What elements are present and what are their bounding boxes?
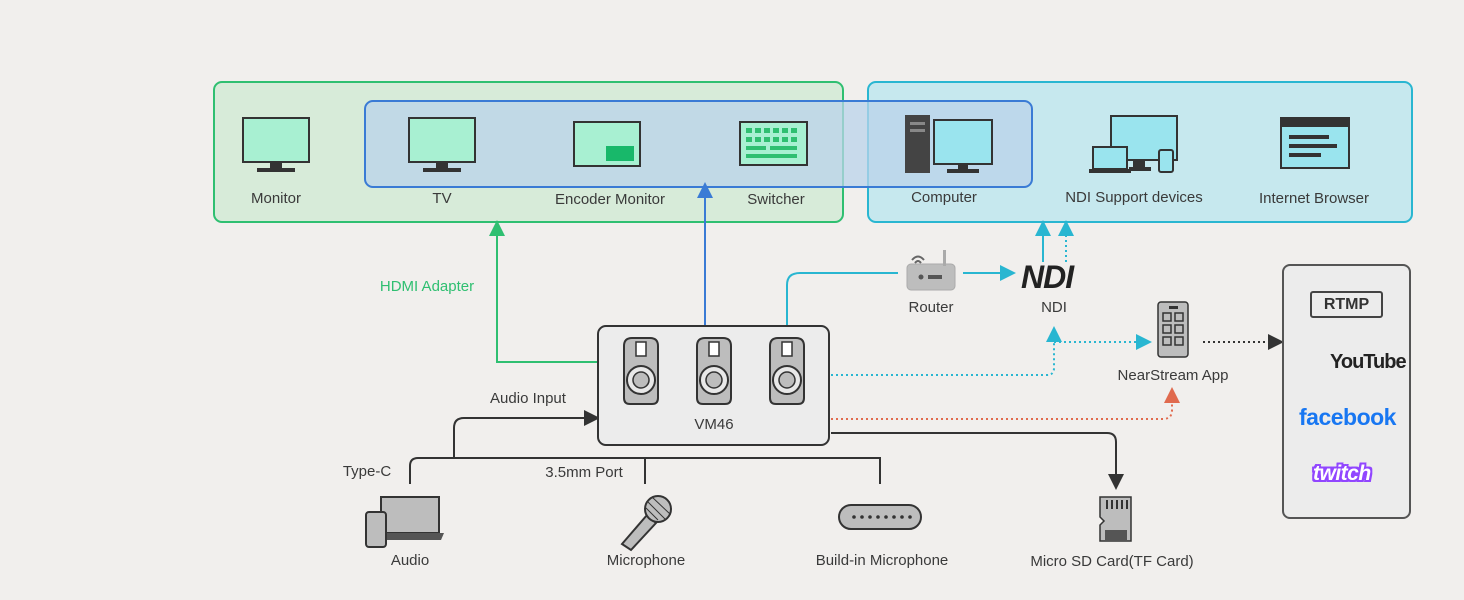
builtin-microphone-label: Build-in Microphone bbox=[815, 552, 949, 569]
ndi-label: NDI bbox=[1041, 299, 1067, 316]
computer-label: Computer bbox=[911, 189, 977, 206]
laptop-icon bbox=[365, 496, 444, 548]
hdmi-line bbox=[489, 220, 598, 363]
audio-input-line bbox=[409, 457, 881, 484]
tv-icon bbox=[408, 117, 476, 172]
ndi-support-devices-label: NDI Support devices bbox=[1065, 189, 1203, 206]
tv-label: TV bbox=[432, 190, 452, 207]
microphone-icon bbox=[620, 495, 672, 552]
encoder-monitor-icon bbox=[573, 121, 641, 167]
sd-card-icon bbox=[1099, 496, 1132, 542]
nearstream-app-label: NearStream App bbox=[1117, 367, 1229, 384]
audio-input-label: Audio Input bbox=[490, 390, 566, 407]
audio-label: Audio bbox=[390, 552, 430, 569]
internet-browser-label: Internet Browser bbox=[1258, 190, 1370, 207]
rtmp-label: RTMP bbox=[1310, 291, 1383, 318]
nearstream-app-icon bbox=[1157, 301, 1189, 358]
camera-icon bbox=[696, 337, 732, 405]
vm46-to-app-red-dotted bbox=[831, 387, 1180, 420]
computer-icon bbox=[905, 115, 993, 173]
ndi-support-devices-icon bbox=[1089, 115, 1178, 173]
encoder-monitor-label: Encoder Monitor bbox=[554, 191, 666, 208]
vm46-to-router-line bbox=[786, 272, 898, 326]
monitor-icon bbox=[242, 117, 310, 172]
vm46-hub bbox=[597, 325, 830, 446]
switcher-label: Switcher bbox=[747, 191, 805, 208]
builtin-microphone-icon bbox=[838, 504, 922, 530]
port-35mm-label: 3.5mm Port bbox=[545, 464, 623, 481]
twitch-logo: twitch bbox=[1313, 462, 1371, 485]
vm46-label: VM46 bbox=[694, 416, 734, 433]
vm46-to-sd-line bbox=[831, 432, 1124, 490]
vm46-to-app-dotted bbox=[831, 326, 1062, 376]
microphone-label: Microphone bbox=[606, 552, 686, 569]
camera-icon bbox=[769, 337, 805, 405]
router-icon bbox=[906, 250, 956, 291]
type-c-label: Type-C bbox=[342, 463, 392, 480]
switcher-icon bbox=[739, 121, 808, 166]
ndi-logo: NDI bbox=[1021, 259, 1074, 295]
internet-browser-icon bbox=[1280, 117, 1350, 169]
monitor-label: Monitor bbox=[250, 190, 302, 207]
youtube-logo: YouTube bbox=[1330, 351, 1407, 373]
facebook-logo: facebook bbox=[1299, 404, 1396, 430]
router-label: Router bbox=[908, 299, 954, 316]
sd-card-label: Micro SD Card(TF Card) bbox=[1030, 553, 1194, 570]
audio-input-to-vm46 bbox=[453, 410, 600, 458]
hdmi-adapter-label: HDMI Adapter bbox=[379, 278, 475, 295]
camera-icon bbox=[623, 337, 659, 405]
streaming-platforms-box bbox=[1282, 264, 1411, 519]
